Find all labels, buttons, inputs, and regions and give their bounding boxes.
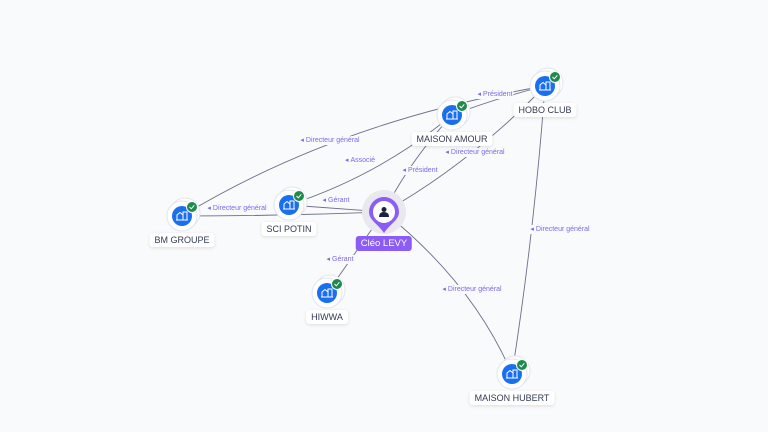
- arrow-left-icon: ◂: [442, 286, 446, 293]
- edge-label-cleo-hubert: ◂Directeur général: [441, 285, 503, 294]
- building-icon: [176, 211, 188, 221]
- company-node-hobo[interactable]: [529, 67, 564, 102]
- company-node-hiwwa[interactable]: [311, 274, 346, 309]
- building-icon: [283, 200, 295, 210]
- company-label[interactable]: MAISON HUBERT: [469, 391, 555, 405]
- edge-label-cleo-hobo: ◂Directeur général: [444, 148, 506, 157]
- arrow-left-icon: ◂: [344, 157, 349, 164]
- person-label[interactable]: Cléo LEVY: [355, 236, 413, 251]
- building-icon: [321, 288, 333, 298]
- verified-check-icon: [549, 71, 561, 83]
- user-icon: [379, 207, 389, 217]
- company-label[interactable]: SCI POTIN: [261, 222, 317, 236]
- arrow-left-icon: ◂: [445, 149, 449, 156]
- arrow-left-icon: ◂: [477, 91, 481, 98]
- edge-label-hubert-hobo: ◂Directeur général: [529, 225, 591, 234]
- edge-label: Président: [482, 91, 513, 98]
- edge-label: Directeur général: [447, 286, 502, 293]
- arrow-left-icon: ◂: [322, 197, 327, 204]
- verified-check-icon: [331, 278, 343, 290]
- company-node-sci[interactable]: [273, 186, 308, 221]
- edge-label: Gérant: [332, 256, 354, 263]
- company-label[interactable]: HIWWA: [306, 310, 348, 324]
- building-icon: [506, 369, 518, 379]
- company-node-bm[interactable]: [166, 197, 201, 232]
- verified-check-icon: [186, 201, 198, 213]
- arrow-left-icon: ◂: [326, 256, 331, 263]
- arrow-left-icon: ◂: [530, 226, 534, 233]
- edge-label: Gérant: [328, 197, 350, 204]
- verified-check-icon: [293, 190, 305, 202]
- arrow-left-icon: ◂: [207, 205, 211, 212]
- building-icon: [539, 81, 551, 91]
- company-label[interactable]: MAISON AMOUR: [411, 132, 493, 146]
- edge-label: Directeur général: [450, 149, 505, 156]
- edge-sci-amour: [288, 114, 453, 206]
- edge-label-sci-cleo: ◂Gérant: [321, 196, 351, 205]
- edge-label-bm-cleo: ◂Directeur général: [206, 204, 268, 213]
- edge-label: Directeur général: [535, 226, 590, 233]
- company-label[interactable]: BM GROUPE: [149, 233, 215, 247]
- edge-label-cleo-amour: ◂Président: [401, 166, 439, 175]
- edge-label: Directeur général: [305, 137, 360, 144]
- arrow-left-icon: ◂: [300, 137, 304, 144]
- building-icon: [446, 110, 458, 120]
- person-node[interactable]: [362, 190, 406, 234]
- arrow-left-icon: ◂: [402, 167, 406, 174]
- edge-label: Président: [407, 167, 438, 174]
- edge-label: Associé: [350, 157, 376, 164]
- verified-check-icon: [456, 100, 468, 112]
- verified-check-icon: [516, 359, 528, 371]
- edge-label: Directeur général: [212, 205, 267, 212]
- company-node-hubert[interactable]: [496, 355, 531, 390]
- edge-label-amour-hobo: ◂Président: [476, 90, 514, 99]
- company-node-amour[interactable]: [436, 96, 471, 131]
- edge-label-bm-hobo: ◂Directeur général: [299, 136, 361, 145]
- edge-label-hiwwa-cleo: ◂Gérant: [325, 255, 355, 264]
- edge-label-sci-amour: ◂Associé: [343, 156, 377, 165]
- company-label[interactable]: HOBO CLUB: [513, 103, 577, 117]
